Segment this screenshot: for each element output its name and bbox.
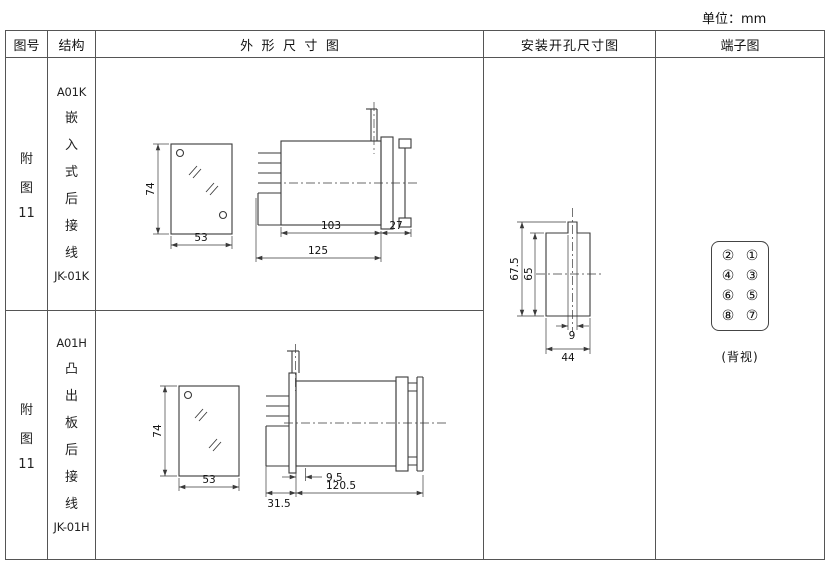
dimensions: 74 53 103 27 125	[145, 143, 412, 262]
outline-drawing-jk01k: 74 53 103 27 125	[145, 102, 418, 262]
side-view-case	[170, 143, 233, 235]
fig-no-line: 图	[19, 431, 33, 447]
terminal-num: ④	[721, 268, 735, 284]
fig-no-line: 附	[19, 402, 33, 418]
terminal-num: ⑧	[721, 308, 735, 324]
dimensions: 74 53 9.5 31.5 120.5	[152, 385, 424, 510]
dim-side-height: 74	[145, 182, 157, 196]
mounting-cell: 67.5 65 9 44	[484, 58, 656, 559]
dim-offset: 9.5	[326, 472, 343, 484]
outline-cell-jk01h: 74 53 9.5 31.5 120.5	[96, 311, 484, 559]
header-mounting: 安装开孔尺寸图	[484, 31, 656, 58]
structure-jk01h: A01H 凸 出 板 后 接 线 JK-01H	[48, 311, 96, 559]
structure-line: 线	[64, 497, 78, 512]
structure-code: JK-01K	[54, 269, 89, 283]
header-terminal-label: 端子图	[720, 38, 760, 54]
terminal-num: ⑦	[745, 308, 759, 324]
outline-drawing-jk01h: 74 53 9.5 31.5 120.5	[152, 344, 446, 510]
fig-no-line: 图	[19, 180, 33, 196]
terminal-caption: (背视)	[721, 350, 759, 364]
fig-no-line: 附	[19, 151, 33, 167]
structure-line: 后	[64, 192, 78, 207]
dim-side-width: 53	[194, 232, 207, 244]
center-lines	[272, 102, 418, 184]
dim-body-length: 103	[321, 220, 341, 232]
header-fig-no: 图号	[6, 31, 48, 58]
header-structure: 结构	[48, 31, 96, 58]
center-lines	[284, 344, 446, 424]
structure-line: 后	[64, 443, 78, 458]
dim-total-length: 125	[308, 245, 328, 257]
header-terminal: 端子图	[656, 31, 824, 58]
terminal-num: ⑤	[745, 288, 759, 304]
structure-line: 嵌	[64, 111, 78, 126]
dim-side-height: 74	[152, 424, 164, 438]
outline-cell-jk01k: 74 53 103 27 125	[96, 58, 484, 311]
structure-model: A01H	[56, 336, 87, 350]
structure-line: 接	[64, 470, 78, 485]
relay-body-rear-wiring	[257, 108, 412, 230]
dim-tail-length: 27	[389, 220, 402, 232]
header-mounting-label: 安装开孔尺寸图	[520, 38, 620, 54]
fig-no-line: 11	[18, 205, 35, 221]
structure-line: 凸	[64, 362, 78, 377]
dimensions: 67.5 65 9 44	[509, 221, 591, 364]
dim-total-length: 120.5	[326, 480, 356, 492]
header-outline: 外形尺寸图	[96, 31, 484, 58]
header-outline-label: 外形尺寸图	[240, 38, 348, 54]
fig-no-jk01k: 附 图 11	[6, 58, 48, 311]
dim-hole-height: 65	[523, 267, 535, 280]
dim-hole-width: 44	[561, 352, 575, 364]
dim-front-length: 31.5	[267, 498, 290, 510]
structure-jk01k: A01K 嵌 入 式 后 接 线 JK-01K	[48, 58, 96, 311]
structure-model: A01K	[56, 85, 87, 99]
spec-table: 图号 结构 外形尺寸图 安装开孔尺寸图 端子图 附 图 11 A01K 嵌 入 …	[5, 30, 825, 560]
structure-code: JK-01H	[53, 520, 90, 534]
dim-outer-height: 67.5	[509, 257, 521, 280]
terminal-num: ⑥	[721, 288, 735, 304]
terminal-block: ② ① ④ ③ ⑥ ⑤ ⑧ ⑦	[711, 241, 769, 331]
mounting-hole-drawing: 67.5 65 9 44	[509, 208, 602, 364]
header-structure-label: 结构	[58, 38, 85, 54]
header-fig-no-label: 图号	[13, 38, 40, 54]
dim-notch-width: 9	[569, 330, 576, 342]
unit-label: 单位：mm	[702, 12, 767, 27]
terminal-num: ①	[745, 248, 759, 264]
fig-no-line: 11	[18, 456, 35, 472]
terminal-num: ②	[721, 248, 735, 264]
center-lines	[536, 208, 602, 332]
fig-no-jk01h: 附 图 11	[6, 311, 48, 559]
structure-line: 线	[64, 246, 78, 261]
side-view-case	[178, 385, 240, 477]
structure-line: 入	[64, 138, 78, 153]
structure-line: 接	[64, 219, 78, 234]
structure-line: 板	[64, 416, 78, 431]
terminal-cell: ② ① ④ ③ ⑥ ⑤ ⑧ ⑦ (背视)	[656, 58, 824, 559]
structure-line: 式	[64, 165, 78, 180]
dim-side-width: 53	[202, 474, 215, 486]
structure-line: 出	[64, 389, 78, 404]
terminal-num: ③	[745, 268, 759, 284]
relay-body-flush-mount	[265, 350, 424, 474]
